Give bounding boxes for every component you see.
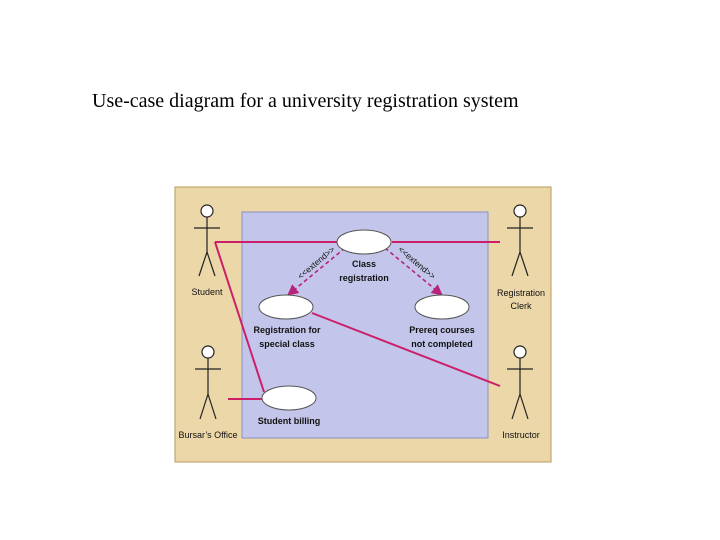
actor-label-student: Student (191, 287, 223, 297)
use-case-label-registration-special-line1: Registration for (253, 325, 321, 335)
use-case-label-prereq-line1: Prereq courses (409, 325, 475, 335)
actor-bursars-office (195, 345, 221, 420)
slide-title: Use-case diagram for a university regist… (92, 90, 519, 112)
use-case-label-registration-special-line2: special class (259, 339, 315, 349)
actor-label-bursars-office: Bursar’s Office (178, 430, 237, 440)
use-case-prereq (414, 294, 470, 320)
actor-label-instructor: Instructor (502, 430, 540, 440)
use-case-label-prereq-line2: not completed (411, 339, 473, 349)
use-case-label-class-registration-line1: Class (352, 259, 376, 269)
actor-label-registration-clerk-line2: Clerk (510, 301, 532, 311)
actor-student (194, 204, 220, 277)
association-special-instructor (311, 312, 501, 387)
extend-arrow-left (287, 247, 346, 296)
association-student-billing (214, 241, 265, 393)
actor-instructor (507, 345, 533, 420)
extend-arrow-right (384, 247, 443, 296)
use-case-student-billing (261, 385, 317, 411)
use-case-class-registration (336, 229, 392, 255)
use-case-registration-special (258, 294, 314, 320)
use-case-label-student-billing: Student billing (258, 416, 321, 426)
use-case-label-class-registration-line2: registration (339, 273, 389, 283)
actor-registration-clerk (507, 204, 533, 277)
actor-label-registration-clerk-line1: Registration (497, 288, 545, 298)
